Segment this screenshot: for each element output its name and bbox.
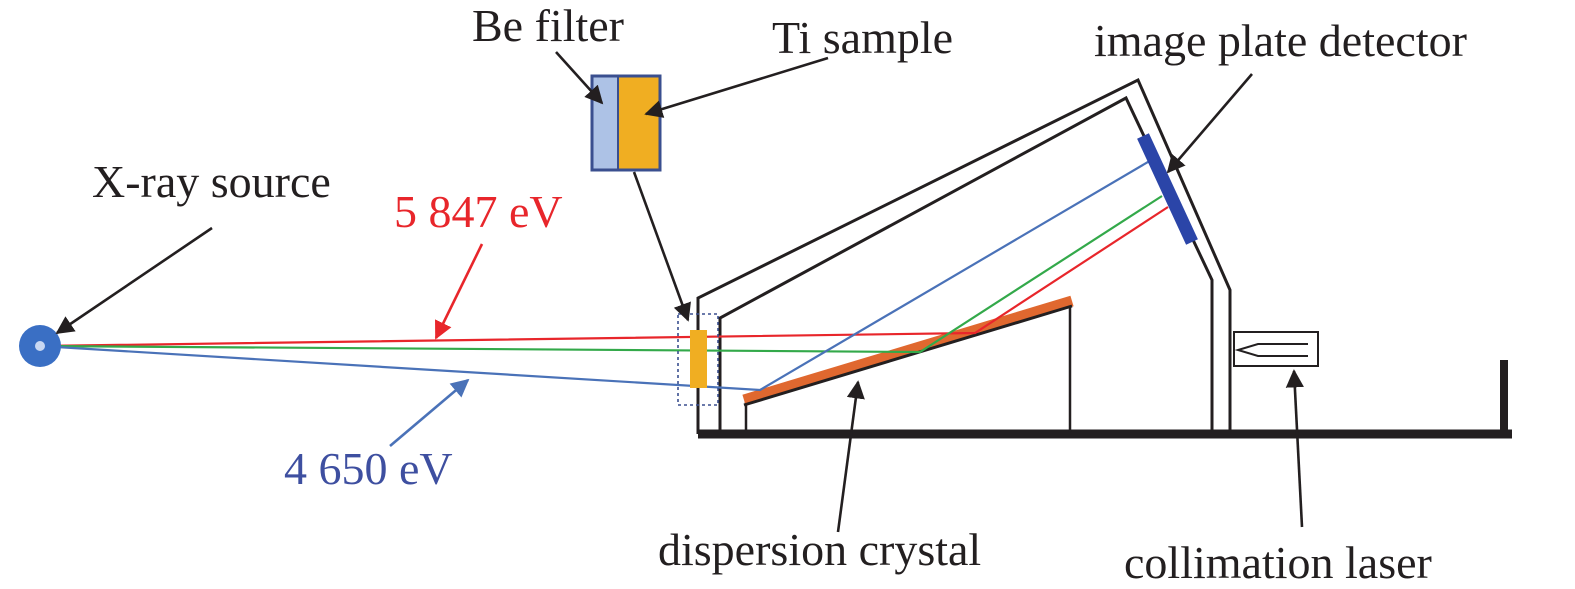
- arrow-crystal: [836, 380, 865, 533]
- label-be-filter: Be filter: [472, 0, 624, 51]
- label-collimation-laser: collimation laser: [1124, 537, 1432, 588]
- label-dispersion-crystal: dispersion crystal: [658, 524, 981, 575]
- xray-source-core: [35, 341, 45, 351]
- arrow-ti-sample: [644, 56, 829, 118]
- collimation-laser-tip: [1234, 343, 1308, 357]
- be-filter-magnified: [592, 76, 620, 170]
- arrow-detector: [1166, 73, 1253, 174]
- arrow-xray-source: [55, 226, 213, 335]
- dispersion-crystal-surface: [743, 304, 1073, 407]
- label-energy-4650ev: 4 650 eV: [284, 443, 453, 494]
- arrow-collimation-laser: [1285, 369, 1304, 528]
- image-plate-detector: [1137, 133, 1198, 245]
- ti-sample-inline: [690, 330, 707, 388]
- housing-inner-wall: [718, 95, 1214, 434]
- arrow-4650ev: [389, 378, 470, 447]
- label-xray-source: X-ray source: [92, 156, 331, 207]
- ray-5847ev: [39, 206, 1169, 348]
- arrow-5847ev: [434, 243, 484, 340]
- label-ti-sample: Ti sample: [772, 12, 953, 63]
- arrow-magnify: [632, 171, 691, 322]
- arrow-be-filter: [555, 51, 604, 105]
- housing-outer-wall: [696, 77, 1232, 434]
- ti-sample-magnified: [618, 76, 660, 170]
- ray-4650ev: [39, 158, 1154, 392]
- label-image-plate-detector: image plate detector: [1094, 15, 1467, 66]
- sample-magnified-frame: [590, 74, 662, 172]
- ray-mid-energy: [39, 195, 1163, 354]
- collimation-laser-body: [1233, 331, 1319, 367]
- dispersion-crystal-body: [742, 295, 1074, 406]
- sample-holder-outline: [677, 313, 719, 406]
- label-energy-5847ev: 5 847 eV: [394, 186, 563, 237]
